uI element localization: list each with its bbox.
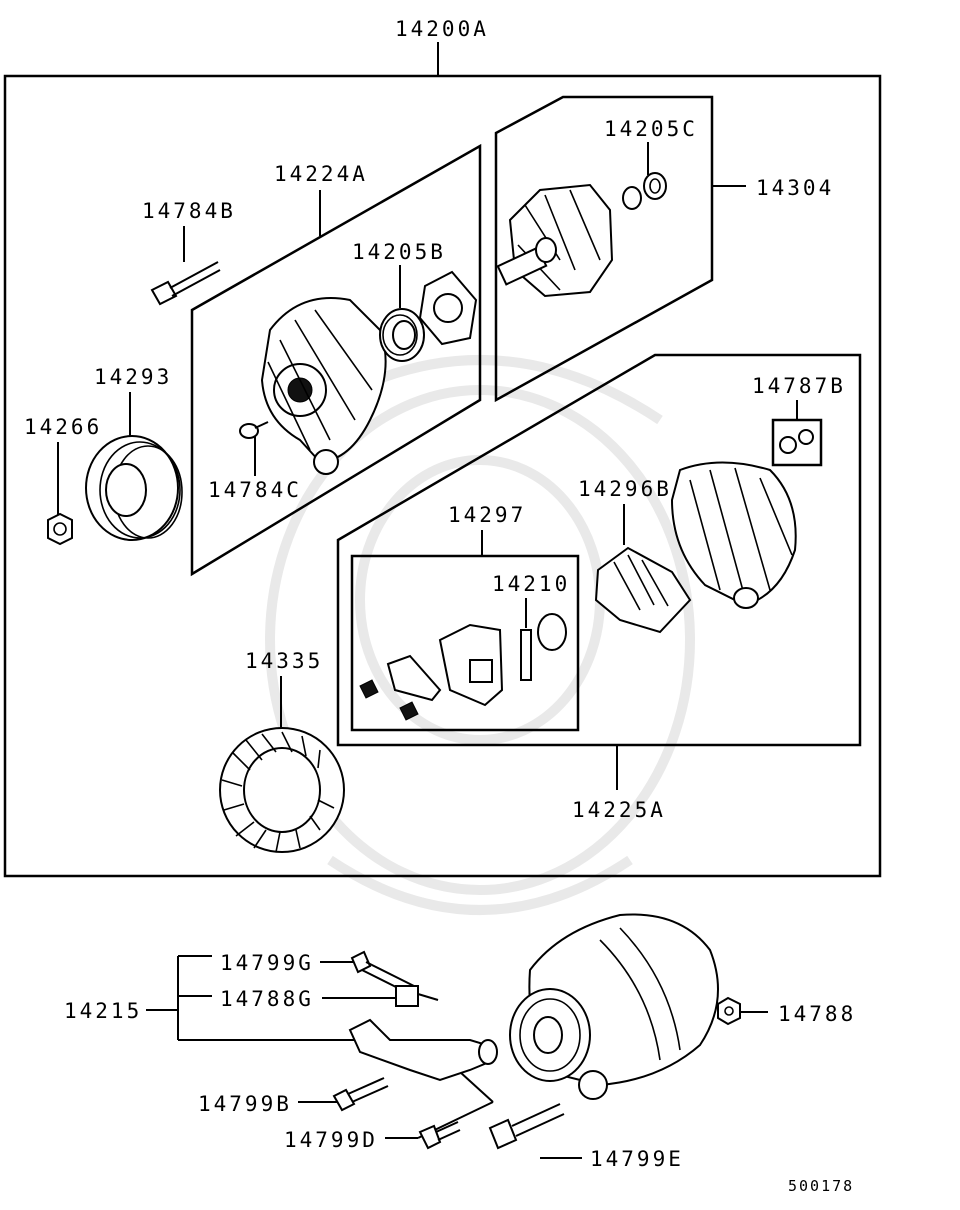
bolt-14799e [488,1103,565,1150]
screw-14784c [239,421,269,439]
label-rotor-assy: 14304 [756,176,834,200]
label-front-bracket-assy: 14225A [572,798,666,822]
label-brush-holder-assy: 14297 [448,503,526,527]
label-bracket-group: 14215 [64,999,142,1023]
rear-bracket [260,297,387,475]
retainer-plate [418,270,478,346]
adjuster-14788g [395,985,439,1007]
bearing-14205b [379,308,425,362]
bolt-14799d [418,1121,461,1150]
leader-lines [57,142,798,1159]
pulley-14293 [85,435,183,541]
label-bolt-e: 14799E [590,1147,684,1171]
reference-number: 500178 [788,1177,854,1195]
brush-holder-box [350,554,580,732]
label-nut-mount: 14788 [778,1002,856,1026]
bearing-14205c [622,172,667,210]
alternator-body [509,913,719,1100]
rectifier-14296b [594,546,692,634]
rotor-box [494,95,714,403]
label-rear-bracket-assy: 14224A [274,162,368,186]
rear-bracket-box [190,143,482,577]
label-assembly: 14200A [395,17,489,41]
label-rectifier: 14296B [578,477,672,501]
label-bearing-rear: 14205C [604,117,698,141]
label-bushing: 14787B [752,374,846,398]
front-bracket-box [336,353,862,747]
bushing-14787b [779,429,814,454]
label-screw-c: 14784C [208,478,302,502]
label-pulley: 14293 [94,365,172,389]
nut-14788 [717,996,741,1026]
label-adjuster: 14788G [220,987,314,1011]
assembly-frame [3,74,882,878]
bolt-14799b [332,1077,389,1112]
brush-14210 [520,613,567,681]
label-bearing-front: 14205B [352,240,446,264]
label-bolt-b: 14784B [142,199,236,223]
bracket-arm [348,1018,498,1082]
label-bolt-b2: 14799B [198,1092,292,1116]
label-bolt-d: 14799D [284,1128,378,1152]
label-nut: 14266 [24,415,102,439]
stator-14335 [219,727,345,853]
rotor-14304 [496,183,614,298]
label-stator: 14335 [245,649,323,673]
brush-holder-14297 [359,623,504,721]
nut-14266 [47,512,73,546]
bolt-14784b [150,261,221,306]
label-brush: 14210 [492,572,570,596]
label-bolt-g: 14799G [220,951,314,975]
front-bracket [670,461,797,609]
